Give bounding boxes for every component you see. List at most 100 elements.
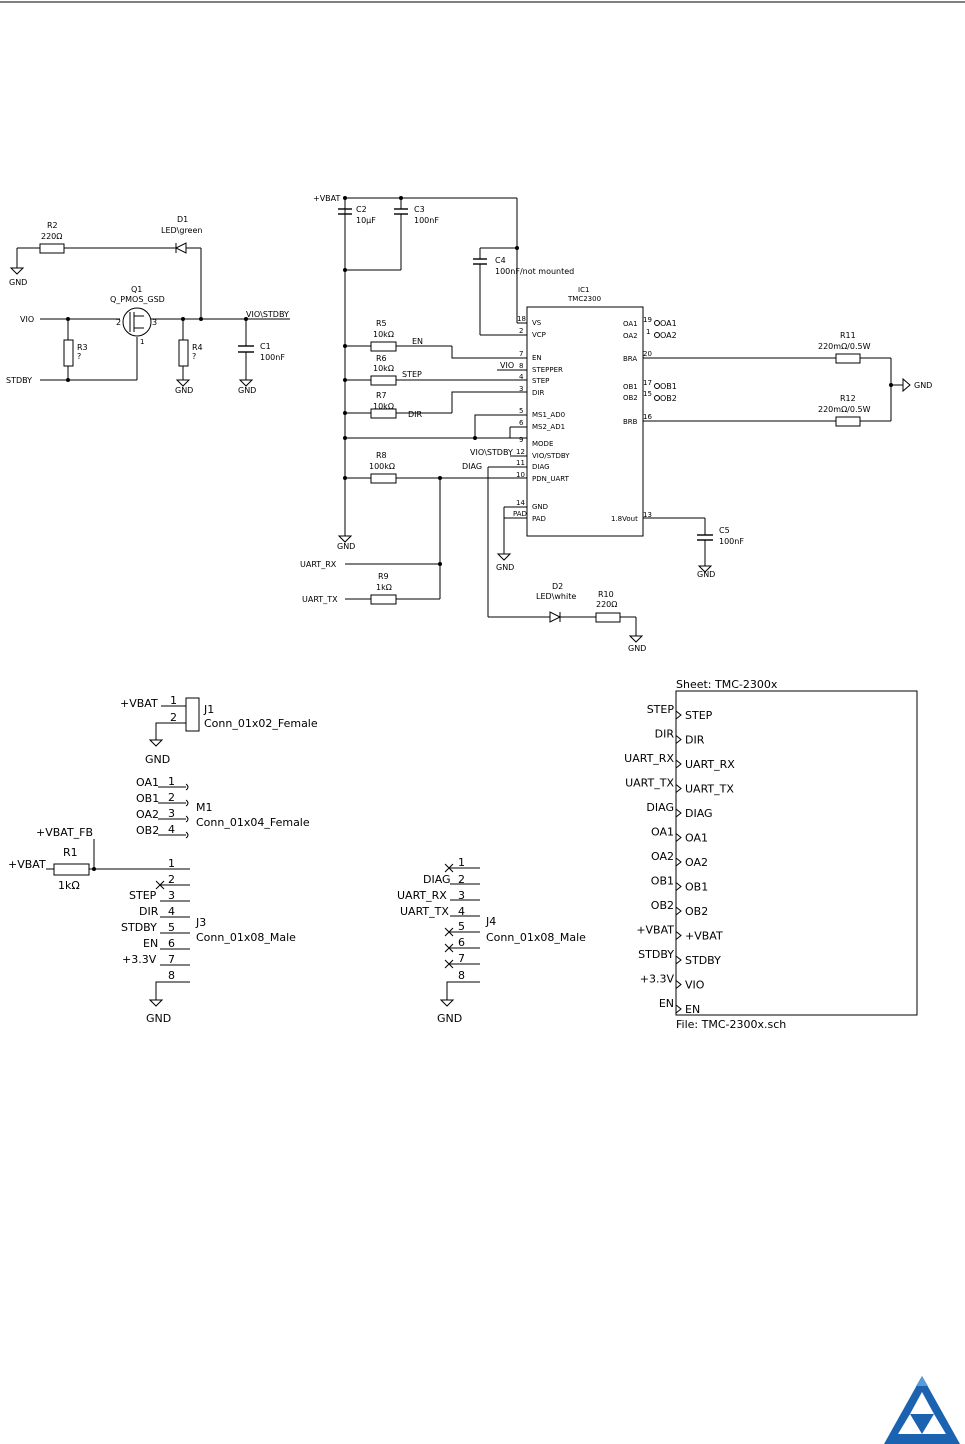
trinamic-logo [884,1376,960,1444]
sheet-pin-net: STDBY [638,948,674,961]
pin-num: 19 [643,316,652,324]
sheet-pin: STDBY STDBY [638,948,721,967]
sheet-pin: +VBAT+VBAT [636,924,723,943]
r9-resistor [370,594,397,605]
svg-text:5: 5 [168,921,175,934]
d2-value: LED\white [536,592,576,601]
pin-name: MS2_AD1 [532,423,565,431]
pin-name: DIAG [532,463,550,471]
connector-j3: +VBAT_FB +VBAT R1 1kΩ 1 2 STEP 3 DIR 4 S… [8,826,296,1025]
sheet-pin-label: DIAG [685,807,713,820]
svg-text:4: 4 [168,905,175,918]
sheet-pin-label: STEP [685,709,713,722]
sheet-pin-flag [675,759,682,769]
j3-pin6-net: EN [143,937,158,950]
r12-value: 220mΩ/0.5W [818,405,871,414]
sheet-pin-net: DIR [655,728,675,741]
sheet-pin-net: OB1 [651,875,674,888]
r7-value: 10kΩ [373,402,394,411]
pin-num: 10 [516,471,525,479]
sheet-pin-label: STDBY [685,954,721,967]
sheet-pin-flag [675,882,682,891]
r1-ref: R1 [63,846,78,859]
j4-pin2-net: DIAG [423,873,451,886]
pin-name: BRA [623,355,637,363]
d2-led [549,611,562,623]
sheet-pin-flag [675,1004,682,1014]
pin-num: 14 [516,499,525,507]
svg-text:3: 3 [458,889,465,902]
j1-pin1-net: +VBAT [120,697,158,710]
j3-pin4-net: DIR [139,905,159,918]
r12-resistor [835,416,861,427]
sheet-pin-net: DIAG [646,801,674,814]
sheet-pin-label: DIR [685,734,705,747]
gnd-label: GND [9,278,27,287]
r6-resistor [370,375,397,386]
r9-ref: R9 [378,572,389,581]
hierarchical-sheet: Sheet: TMC-2300x File: TMC-2300x.sch STE… [624,678,918,1031]
pin-name: EN [532,354,542,362]
r10-resistor [595,612,621,623]
j4-ref: J4 [485,915,496,928]
sheet-pin-label: OA2 [685,856,708,869]
m1-pin1-net: OA1 [136,776,159,789]
svg-text:8: 8 [168,969,175,982]
r5-ref: R5 [376,319,387,328]
r9-value: 1kΩ [376,583,392,592]
r5-resistor [370,341,397,352]
sheet-pin-flag [675,857,682,867]
sheet-pin-flag [675,735,682,744]
sheet-pin-flag [675,784,682,793]
pin-name: OA2 [623,332,638,340]
j3-value: Conn_01x08_Male [196,931,296,944]
r1-value: 1kΩ [58,879,80,892]
r10-ref: R10 [598,590,614,599]
r11-value: 220mΩ/0.5W [818,342,871,351]
r4-value: ? [192,352,196,361]
c1-value: 100nF [260,353,285,362]
pin-name: OB1 [623,383,638,391]
sheet-pin-flag [675,906,682,916]
pin-num: 11 [516,459,525,467]
svg-text:7: 7 [458,952,465,965]
driver-circuit: +VBAT C2 10µF C3 100nF C4 100nF/not moun… [300,194,932,653]
svg-text:4: 4 [168,823,175,836]
vio-label: VIO [20,315,34,324]
svg-text:8: 8 [458,969,465,982]
ob2-label: OB2 [660,394,677,403]
pin-num: 12 [516,448,525,456]
m1-ref: M1 [196,801,213,814]
m1-pin3-net: OA2 [136,808,159,821]
pin-num: 3 [519,385,523,393]
r5-value: 10kΩ [373,330,394,339]
pin-name: VIO/STDBY [532,452,570,460]
sheet-pin: DIR DIR [655,728,705,747]
d2-ref: D2 [552,582,563,591]
connector-j1: +VBAT 1 2 J1 Conn_01x02_Female GND [120,694,318,766]
connector-j4: 1 DIAG 2 UART_RX 3 UART_TX 4 5 6 7 8 GND… [397,856,586,1025]
en-label: EN [412,337,423,346]
sheet-pin-net: STEP [647,703,675,716]
gnd-label: GND [175,386,193,395]
q1-pin1: 1 [140,338,144,346]
svg-text:1: 1 [168,857,175,870]
j4-pin4-net: UART_TX [400,905,449,918]
j3-pin7-net: +3.3V [122,953,157,966]
pin-name: DIR [532,389,544,397]
q1-pin2: 2 [116,318,121,327]
pin-name: MODE [532,440,553,448]
pin-name: VS [532,319,542,327]
pin-name: BRB [623,418,638,426]
sheet-pin-net: OB2 [651,899,674,912]
uart-tx-label: UART_TX [302,595,338,604]
j3-ref: J3 [195,916,206,929]
pin-num: 9 [519,436,523,444]
r3-resistor [63,339,74,367]
